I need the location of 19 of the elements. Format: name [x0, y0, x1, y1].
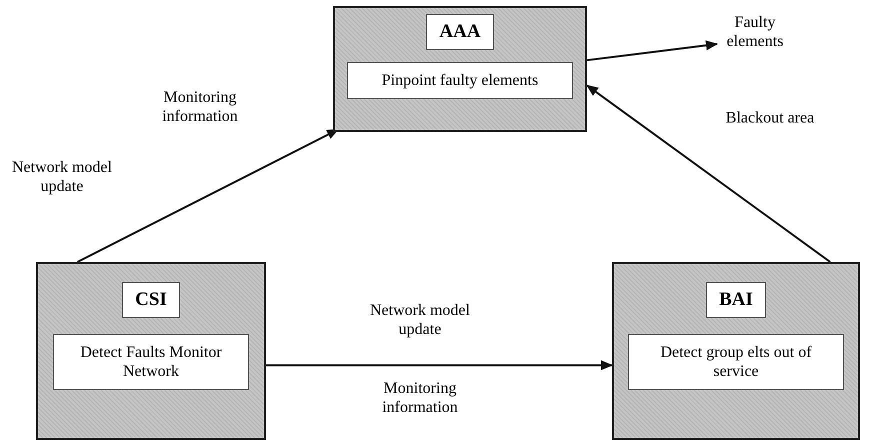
module-description: Detect Faults Monitor Network	[53, 334, 249, 390]
flow-label: Network model update	[11, 158, 113, 196]
arrow	[266, 360, 613, 370]
flow-label: Monitoring information	[381, 378, 459, 418]
module-description: Detect group elts out of service	[628, 334, 844, 390]
module-box	[612, 262, 860, 440]
module-title: BAI	[706, 282, 766, 318]
module-title: AAA	[426, 14, 494, 50]
output-text: Faulty elements	[726, 12, 784, 52]
module-box	[36, 262, 266, 440]
module-description: Pinpoint faulty elements	[347, 62, 573, 100]
edge-label: Network model update	[369, 300, 471, 340]
arrow	[586, 40, 718, 62]
module-box	[333, 6, 587, 132]
edge-label: Monitoring information	[161, 88, 239, 126]
module-title: CSI	[122, 282, 180, 318]
edge-label: Blackout area	[724, 108, 816, 128]
arrow	[586, 84, 831, 263]
arrow	[76, 128, 339, 263]
